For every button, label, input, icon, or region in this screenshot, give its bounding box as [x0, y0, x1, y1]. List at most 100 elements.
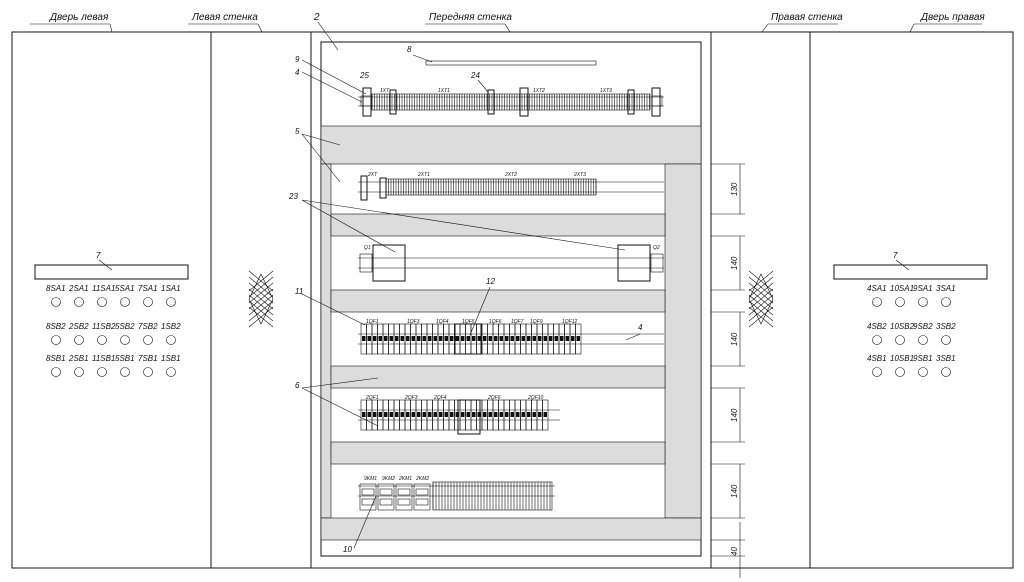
button-label: 11SA1 [92, 284, 115, 293]
callout-11: 11 [295, 287, 303, 296]
callout-24: 24 [470, 71, 480, 80]
switch-q1 [372, 244, 406, 282]
contactor [359, 483, 377, 511]
rail4-label-1qf3: 1QF3 [407, 319, 420, 325]
terminal-row-1: 1XT 1XT1 1XT2 1XT3 [360, 60, 663, 117]
button-label: 10SB1 [890, 354, 914, 363]
breaker-row-4: 1QF1 1QF3 1QF4 1QF5 1QF6 1QF7 1QF9 1QF12 [360, 319, 582, 355]
rail2-label-2xt1: 2XT1 [417, 172, 430, 178]
left-door-ref-7: 7 [96, 251, 101, 260]
rail6-label-2km1: 2KM1 [398, 476, 412, 482]
button-label: 3SA1 [936, 284, 956, 293]
rail4-label-1qf1: 1QF1 [366, 319, 379, 325]
header-left-door: Дверь левая [49, 12, 109, 23]
grille-outline [748, 273, 774, 325]
button-label: 2SA1 [68, 284, 89, 293]
callout-4b: 4 [638, 323, 643, 332]
rail6-label-9km2: 9KM2 [382, 476, 395, 482]
rail1-label-1xt3: 1XT3 [600, 88, 612, 94]
grille-outline [248, 273, 274, 325]
button-label: 11SB2 [92, 322, 116, 331]
contactor [395, 483, 413, 511]
button-indicator [120, 297, 130, 307]
button-label: 1SB2 [161, 322, 181, 331]
dim-140-b: 140 [730, 332, 739, 346]
rail4-label-1qf6: 1QF6 [489, 319, 502, 325]
dim-140-a: 140 [730, 256, 739, 270]
button-indicator [941, 367, 951, 377]
dim-140-d: 140 [730, 484, 739, 498]
button-indicator [143, 367, 153, 377]
button-indicator [97, 335, 107, 345]
button-indicator [918, 335, 928, 345]
header-right-door: Дверь правая [920, 12, 985, 23]
circuit-breaker [542, 399, 549, 431]
callouts: 9 4 25 8 24 5 23 11 12 4 6 10 [288, 45, 643, 554]
rail5-label-2qf3: 2QF3 [404, 395, 418, 401]
header-left-wall: Левая стенка [191, 12, 258, 23]
rail5-label-2qf6: 2QF6 [487, 395, 501, 401]
button-label: 1SB1 [161, 354, 181, 363]
button-indicator [74, 335, 84, 345]
button-label: 9SB2 [913, 322, 933, 331]
rail1-label-1xt1: 1XT1 [438, 88, 450, 94]
relay-12 [454, 323, 482, 355]
button-indicator [872, 297, 882, 307]
button-label: 7SB2 [138, 322, 158, 331]
button-indicator [74, 297, 84, 307]
rail5-label-2qf10: 2QF10 [527, 395, 544, 401]
button-indicator [51, 367, 61, 377]
rail1-label-1xt2: 1XT2 [533, 88, 545, 94]
button-label: 9SB1 [913, 354, 933, 363]
rail6-label-9km1: 9KM1 [364, 476, 377, 482]
button-label: 10SB2 [890, 322, 915, 331]
breaker-row-5: 2QF1 2QF3 2QF4 2QF6 2QF10 [360, 395, 549, 435]
button-indicator [895, 367, 905, 377]
din-rails [358, 96, 664, 497]
rail5-label-2qf1: 2QF1 [365, 395, 379, 401]
callout-5: 5 [295, 127, 300, 136]
button-indicator [872, 367, 882, 377]
button-label: 8SB1 [46, 354, 66, 363]
button-label: 2SB2 [68, 322, 89, 331]
rail4-label-1qf9: 1QF9 [530, 319, 543, 325]
rail1-label-1xt: 1XT [380, 88, 390, 94]
button-label: 1SA1 [161, 284, 181, 293]
button-indicator [895, 335, 905, 345]
header-right-wall: Правая стенка [771, 12, 843, 23]
button-label: 10SA1 [890, 284, 914, 293]
button-indicator [51, 335, 61, 345]
vent-grille-right [748, 270, 774, 328]
end-stop-right [651, 87, 661, 117]
rail2-label-2xt3: 2XT3 [573, 172, 586, 178]
button-indicator [51, 297, 61, 307]
callout-12: 12 [486, 277, 495, 286]
left-wall-panel [210, 31, 312, 569]
button-indicator [143, 335, 153, 345]
dim-140-c: 140 [730, 408, 739, 422]
left-door-nameplate [34, 264, 189, 280]
right-door-ref-7: 7 [893, 251, 898, 260]
button-label: 4SA1 [867, 284, 887, 293]
button-indicator [143, 297, 153, 307]
button-label: 11SB1 [92, 354, 115, 363]
switch-row-3: Q1 Q2 [359, 244, 664, 282]
rail2-label-2xt: 2XT [367, 172, 378, 178]
button-label: 7SA1 [138, 284, 158, 293]
callout-6: 6 [295, 381, 300, 390]
button-label: 2SB1 [68, 354, 89, 363]
button-indicator [166, 297, 176, 307]
header-ref-2: 2 [313, 12, 320, 23]
rail4-label-1qf4: 1QF4 [436, 319, 449, 325]
contactor [377, 483, 395, 511]
button-indicator [941, 335, 951, 345]
rail6-label-2km2: 2KM2 [415, 476, 429, 482]
button-indicator [941, 297, 951, 307]
circuit-breaker [575, 323, 582, 355]
button-indicator [918, 297, 928, 307]
button-label: 8SB2 [46, 322, 66, 331]
vent-grille-left [248, 270, 274, 328]
